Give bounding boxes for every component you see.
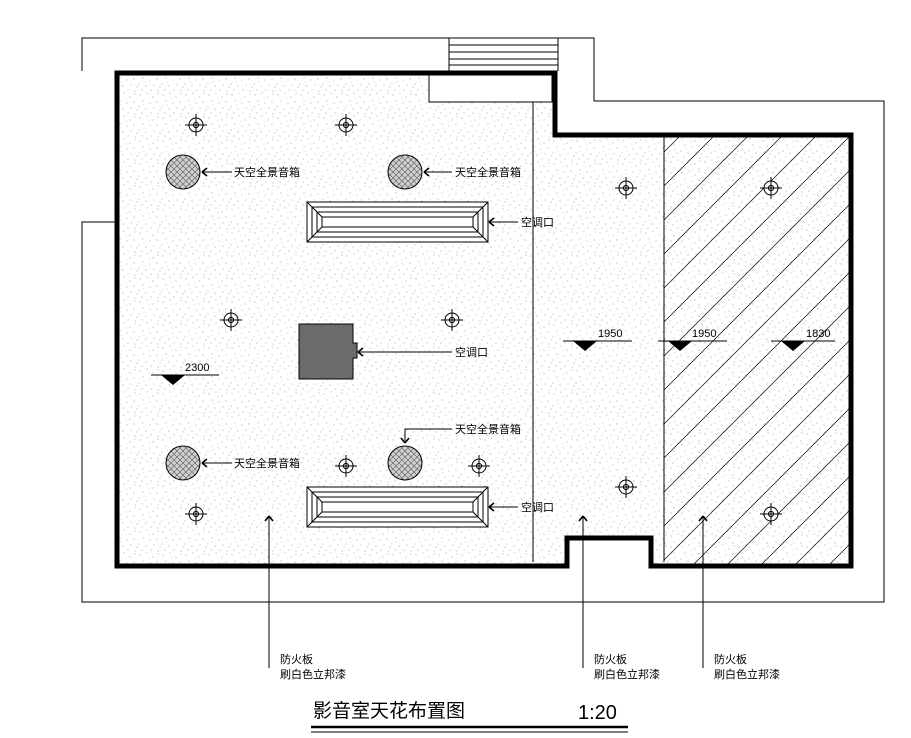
- speaker-label: 天空全景音箱: [234, 165, 300, 179]
- elevation-label-right-b: 1830: [806, 328, 830, 340]
- ac-outlet-label: 空调口: [521, 215, 554, 229]
- ceiling-speaker-icon: [165, 154, 201, 190]
- drawing-title: 影音室天花布置图: [313, 700, 465, 722]
- stair-lines: [448, 38, 558, 71]
- material-leaders: [268, 517, 704, 668]
- ac-unit-block: [298, 323, 358, 380]
- material-label-paint: 刷白色立邦漆: [280, 667, 346, 681]
- material-label-paint: 刷白色立邦漆: [594, 667, 660, 681]
- ceiling-speaker-icon: [387, 445, 423, 481]
- speaker-label: 天空全景音箱: [234, 456, 300, 470]
- speaker-leaders: [202, 171, 452, 464]
- speaker-label: 天空全景音箱: [455, 165, 521, 179]
- ceiling-area-left: [117, 73, 664, 566]
- outer-wall-outline: [81, 37, 885, 603]
- ac-outlet-label: 空调口: [521, 500, 554, 514]
- elevation-label-right-a: 1950: [692, 328, 716, 340]
- ac-leaders: [358, 221, 518, 508]
- ceiling-speaker-icon: [165, 445, 201, 481]
- material-label-board: 防火板: [280, 652, 313, 666]
- ac-grille-bottom: [306, 486, 489, 528]
- speaker-label: 天空全景音箱: [455, 422, 521, 436]
- ac-grille-top: [306, 201, 489, 243]
- column-notch: [428, 72, 553, 103]
- elevation-label-middle: 1950: [598, 328, 622, 340]
- elevation-label-left: 2300: [185, 362, 209, 374]
- ac-outlet-label: 空调口: [455, 345, 488, 359]
- material-label-board: 防火板: [714, 652, 747, 666]
- room-outline: [114, 70, 854, 569]
- drawing-scale: 1:20: [578, 702, 617, 724]
- material-label-board: 防火板: [594, 652, 627, 666]
- ceiling-speaker-icon: [387, 154, 423, 190]
- ceiling-area-hatched: [664, 135, 851, 566]
- material-label-paint: 刷白色立邦漆: [714, 667, 780, 681]
